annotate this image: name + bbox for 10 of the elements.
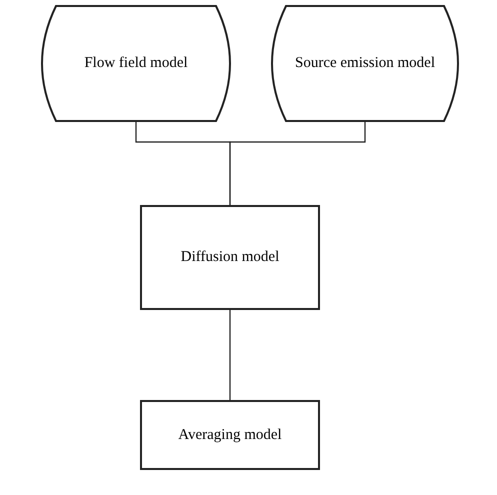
node-label: Source emission model [294,54,436,73]
connector-line [229,310,231,400]
process-box [140,400,320,470]
node-label: Averaging model [177,426,283,444]
model-shape [270,5,460,122]
node-label: Flow field model [83,54,189,73]
model-shape [40,5,232,122]
connector-line [229,122,366,205]
node-label: Diffusion model [180,248,280,267]
process-box [140,205,320,310]
